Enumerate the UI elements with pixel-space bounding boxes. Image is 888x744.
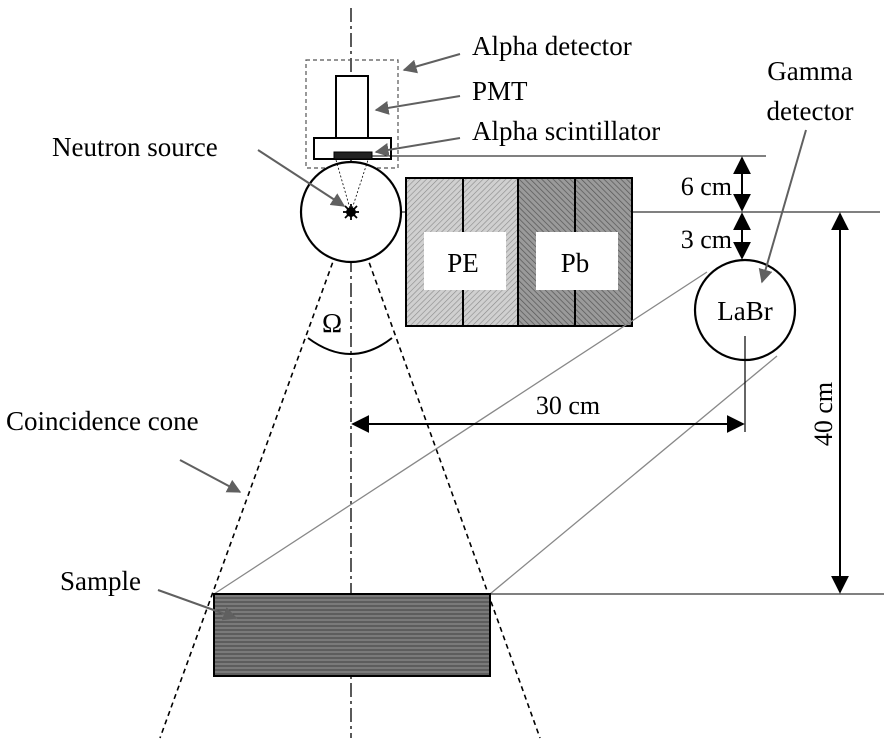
alpha-scintillator [333,151,373,160]
gamma-fov-upper [213,271,708,595]
sample-block [213,593,491,677]
cone-left-edge [159,211,352,739]
alpha-detector-label: Alpha detector [472,31,632,61]
pmt-tube [335,75,369,139]
gamma-detector-pointer [758,129,807,284]
sample-label: Sample [60,566,141,596]
dim-30cm-label: 30 cm [536,391,600,420]
alpha-detector-pointer [402,53,461,74]
labr-label: LaBr [717,296,772,326]
alpha-scintillator-label: Alpha scintillator [472,116,660,146]
gamma-detector-label-line2: detector [767,96,854,126]
dim-40cm-label: 40 cm [809,382,838,446]
coincidence-cone-label: Coincidence cone [6,406,199,436]
pe-shield: PE [405,177,519,327]
solid-angle-label: Ω [322,308,342,338]
solid-angle-arc [307,337,393,355]
gamma-fov-lower [489,355,778,595]
sample-pointer [157,589,238,621]
cone-right-edge [350,211,541,739]
coincidence-cone-pointer [179,459,242,493]
pe-label: PE [447,248,479,278]
neutron-source-pointer [257,149,346,207]
dim-6cm-label: 6 cm [681,172,732,201]
pmt-label: PMT [472,76,528,106]
pmt-pointer [374,95,461,115]
alpha-scintillator-pointer [374,137,461,157]
gamma-detector-label-line1: Gamma [767,56,852,86]
neutron-source-label: Neutron source [52,132,218,162]
pb-shield: Pb [517,177,633,327]
dim-3cm-label: 3 cm [681,225,732,254]
pb-label: Pb [561,248,590,278]
